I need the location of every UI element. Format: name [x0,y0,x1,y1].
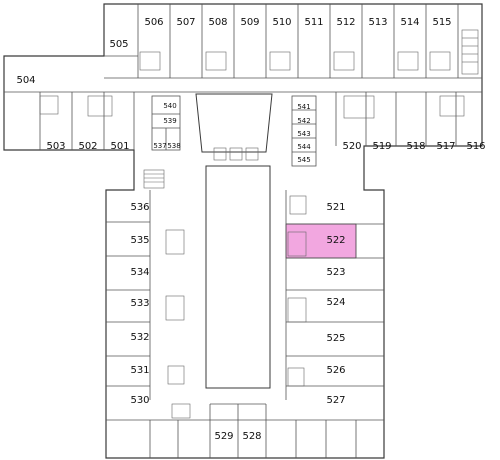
room-label-530[interactable]: 530 [130,395,149,406]
room-labels: 504 505 506 507 508 509 510 511 512 513 … [16,17,485,442]
room-label-522[interactable]: 522 [326,235,345,246]
room-label-501[interactable]: 501 [110,141,129,152]
room-label-541[interactable]: 541 [297,103,310,111]
room-label-528[interactable]: 528 [242,431,261,442]
atrium [195,93,273,389]
room-label-508[interactable]: 508 [208,17,227,28]
room-label-510[interactable]: 510 [272,17,291,28]
room-label-540[interactable]: 540 [163,102,176,110]
room-label-517[interactable]: 517 [436,141,455,152]
room-label-543[interactable]: 543 [297,130,310,138]
room-label-527[interactable]: 527 [326,395,345,406]
room-label-544[interactable]: 544 [297,143,311,151]
room-label-519[interactable]: 519 [372,141,391,152]
room-label-521[interactable]: 521 [326,202,345,213]
room-label-542[interactable]: 542 [297,117,310,125]
room-label-532[interactable]: 532 [130,332,149,343]
room-label-505[interactable]: 505 [109,39,128,50]
room-label-524[interactable]: 524 [326,297,345,308]
room-label-515[interactable]: 515 [432,17,451,28]
room-label-537[interactable]: 537 [153,142,166,150]
room-label-526[interactable]: 526 [326,365,345,376]
room-label-534[interactable]: 534 [130,267,149,278]
room-label-525[interactable]: 525 [326,333,345,344]
room-label-533[interactable]: 533 [130,298,149,309]
room-label-529[interactable]: 529 [214,431,233,442]
room-label-502[interactable]: 502 [78,141,97,152]
room-label-513[interactable]: 513 [368,17,387,28]
room-label-512[interactable]: 512 [336,17,355,28]
room-label-509[interactable]: 509 [240,17,259,28]
room-label-514[interactable]: 514 [400,17,419,28]
room-522-highlight[interactable] [285,223,357,259]
room-label-520[interactable]: 520 [342,141,361,152]
room-label-518[interactable]: 518 [406,141,425,152]
room-label-531[interactable]: 531 [130,365,149,376]
room-label-545[interactable]: 545 [297,156,310,164]
room-label-504[interactable]: 504 [16,75,35,86]
room-label-535[interactable]: 535 [130,235,149,246]
room-label-507[interactable]: 507 [176,17,195,28]
interior-walls [4,4,482,458]
room-label-511[interactable]: 511 [304,17,323,28]
room-label-539[interactable]: 539 [163,117,176,125]
room-label-516[interactable]: 516 [466,141,485,152]
room-label-503[interactable]: 503 [46,141,65,152]
stairs [143,29,479,189]
room-label-523[interactable]: 523 [326,267,345,278]
room-label-506[interactable]: 506 [144,17,163,28]
room-label-538[interactable]: 538 [167,142,180,150]
room-label-536[interactable]: 536 [130,202,149,213]
bathroom-fixtures [39,51,465,419]
